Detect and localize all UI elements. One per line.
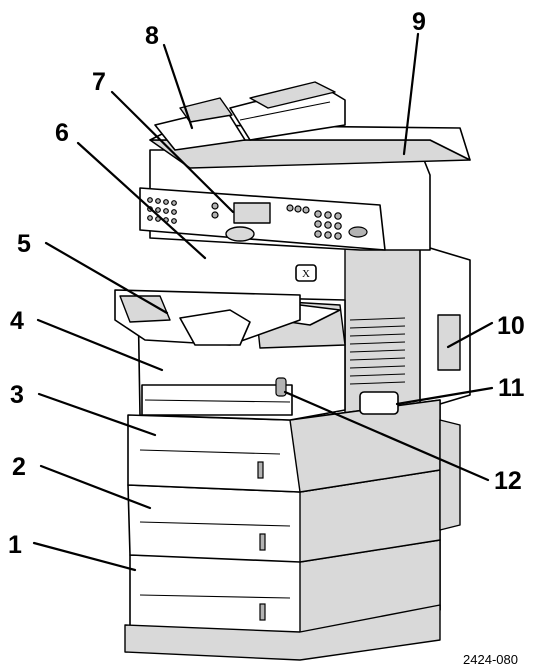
callout-11: 11 (498, 374, 525, 402)
callout-3: 3 (10, 381, 24, 409)
figure-id: 2424-080 (463, 652, 518, 667)
callout-9: 9 (412, 8, 426, 36)
svg-text:X: X (302, 268, 310, 280)
callout-6: 6 (55, 119, 69, 147)
printer-illustration: X (115, 82, 470, 660)
side-door-latch (360, 392, 398, 414)
callout-12: 12 (494, 467, 522, 495)
leader-8 (164, 45, 192, 128)
leader-1 (34, 543, 135, 570)
leader-5 (46, 243, 167, 313)
callout-1: 1 (8, 531, 22, 559)
callout-8: 8 (145, 22, 159, 50)
callout-10: 10 (497, 312, 525, 340)
callout-5: 5 (17, 230, 31, 258)
front-latch (276, 378, 286, 396)
control-panel-display (234, 203, 270, 223)
nav-button-cluster (226, 227, 254, 241)
callout-7: 7 (92, 68, 106, 96)
callout-4: 4 (10, 307, 24, 335)
tray-stack (128, 400, 460, 635)
callout-2: 2 (12, 453, 26, 481)
